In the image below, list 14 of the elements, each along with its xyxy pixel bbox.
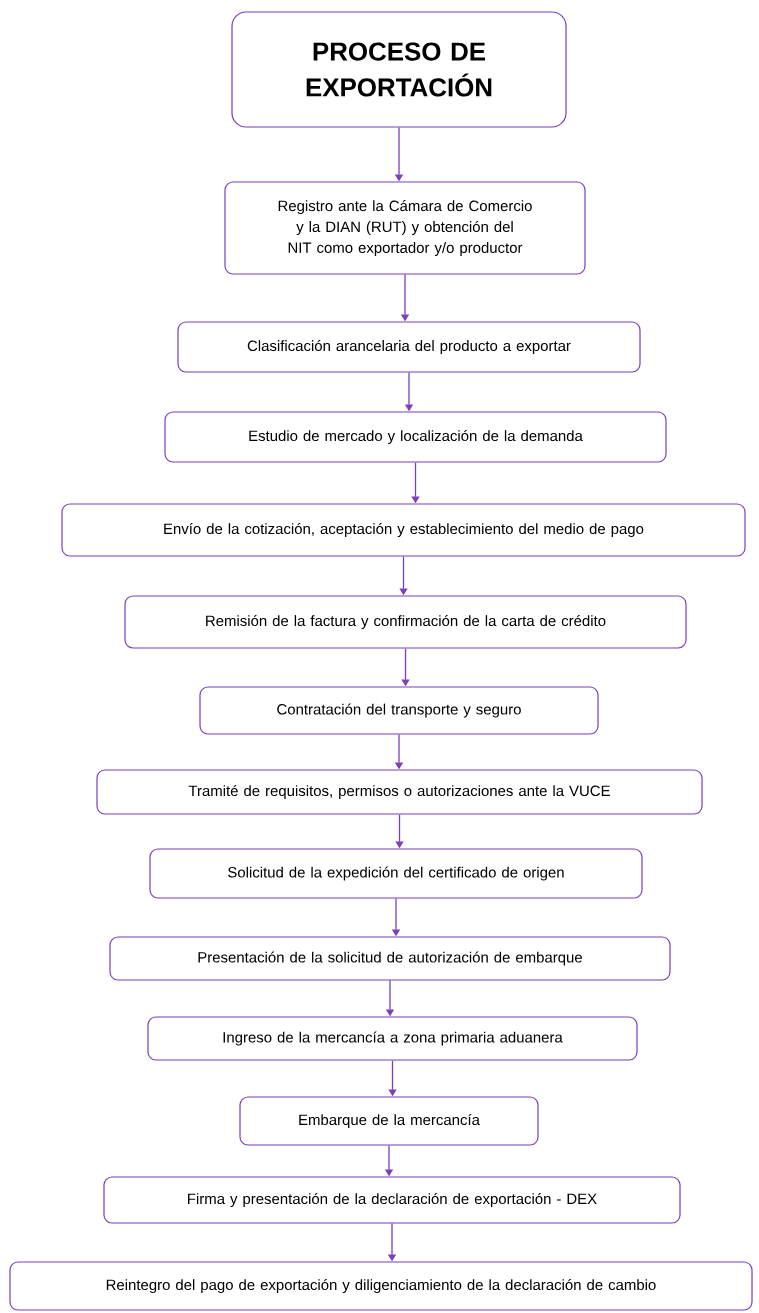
process-box: Registro ante la Cámara de Comercio y la DIAN (RUT) y obtención del NIT como exportador y/o productor [224,181,586,275]
process-box: Embarque de la mercancía [239,1096,539,1146]
process-box: Tramité de requisitos, permisos o autorizaciones ante la VUCE [96,769,703,815]
process-box: Clasificación arancelaria del producto a exportar [177,321,641,373]
process-box: Contratación del transporte y seguro [199,686,599,735]
process-box: Presentación de la solicitud de autorización de embarque [109,936,671,981]
process-box: Ingreso de la mercancía a zona primaria aduanera [147,1016,638,1061]
process-box: Envío de la cotización, aceptación y establecimiento del medio de pago [61,503,746,557]
process-box: Firma y presentación de la declaración de exportación - DEX [103,1176,681,1224]
title-box: PROCESO DE EXPORTACIÓN [231,11,567,128]
process-box: Solicitud de la expedición del certificado de origen [149,848,643,899]
process-box: Reintegro del pago de exportación y diligenciamiento de la declaración de cambio [9,1261,753,1311]
process-box: Estudio de mercado y localización de la demanda [164,411,667,463]
process-box: Remisión de la factura y confirmación de la carta de crédito [124,595,687,649]
